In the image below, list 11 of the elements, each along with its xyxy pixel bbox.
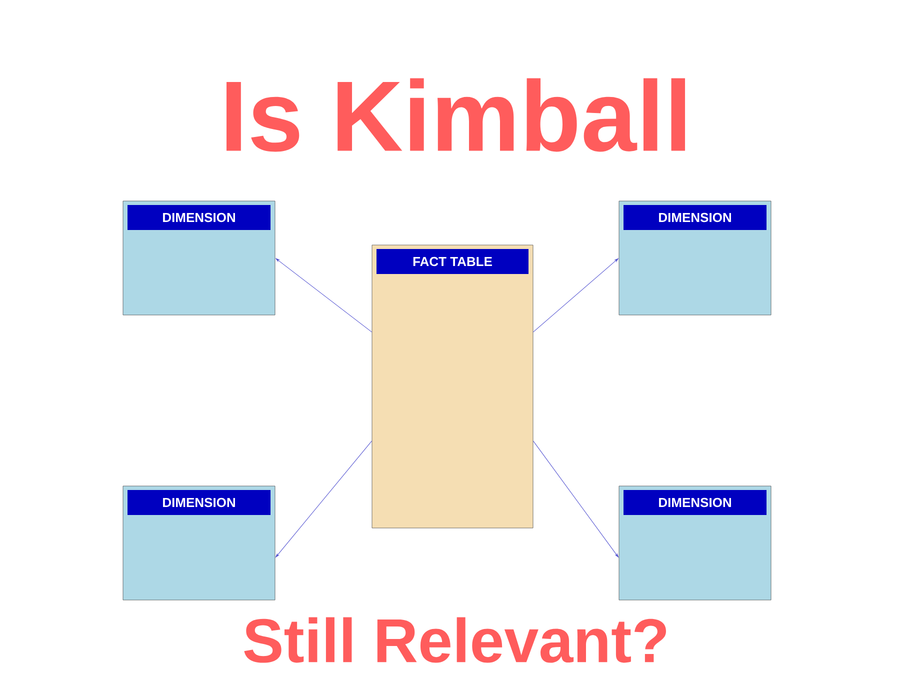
fact-table-box: FACT TABLE bbox=[372, 244, 534, 528]
arrow bbox=[276, 258, 372, 332]
arrow bbox=[276, 440, 372, 558]
arrow bbox=[532, 258, 618, 332]
subtitle: Still Relevant? bbox=[244, 617, 666, 663]
title: Is Kimball bbox=[226, 78, 686, 152]
dimension-table-box: DIMENSION bbox=[618, 200, 772, 316]
dimension-table-box: DIMENSION bbox=[122, 200, 276, 316]
dimension-table-box: DIMENSION bbox=[618, 486, 772, 600]
arrow bbox=[532, 440, 619, 558]
dimension-table-box: DIMENSION bbox=[122, 486, 276, 600]
